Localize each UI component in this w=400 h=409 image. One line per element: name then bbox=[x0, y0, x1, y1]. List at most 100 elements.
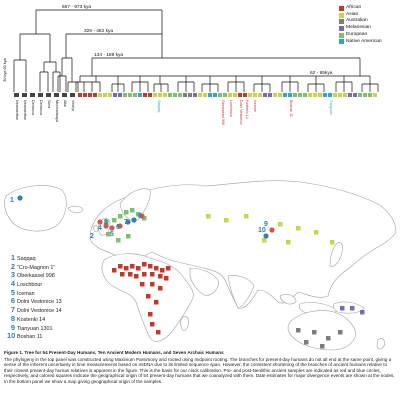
map-marker-square bbox=[160, 268, 165, 273]
map-marker-square bbox=[330, 240, 335, 245]
map-marker-square bbox=[142, 216, 147, 221]
map-number-8: 8 bbox=[138, 213, 142, 220]
archaic-tip-label: Vindija bbox=[71, 100, 75, 111]
map-marker-square bbox=[286, 240, 291, 245]
node-label: 657 - 973 kya bbox=[62, 4, 91, 10]
map-marker-square bbox=[136, 266, 141, 271]
ancient-tip-label: Saqqaq bbox=[157, 100, 161, 112]
map-marker-square bbox=[158, 286, 163, 291]
map-marker-square bbox=[206, 214, 211, 219]
archaic-sample-box bbox=[62, 93, 67, 97]
sample-box bbox=[108, 93, 112, 97]
sample-box bbox=[278, 93, 282, 97]
site-name: Iceman bbox=[17, 290, 35, 297]
map-marker-circle bbox=[263, 233, 269, 239]
sample-box bbox=[218, 93, 222, 97]
map-number-7: 7 bbox=[124, 219, 128, 226]
legend-item: Native American bbox=[339, 39, 399, 46]
map-marker-square bbox=[130, 208, 135, 213]
archaic-sample-box bbox=[22, 93, 27, 97]
sample-box bbox=[358, 93, 362, 97]
legend-label: European bbox=[346, 31, 368, 37]
legend-swatch bbox=[339, 25, 344, 31]
map-marker-square bbox=[360, 310, 365, 315]
sample-box bbox=[83, 93, 87, 97]
node-label: 62 - 95kya bbox=[310, 70, 333, 76]
sample-box bbox=[248, 93, 252, 97]
sample-box bbox=[258, 93, 262, 97]
phylogenetic-tree bbox=[13, 9, 379, 92]
sample-box bbox=[353, 93, 357, 97]
sample-box bbox=[303, 93, 307, 97]
legend-item: Asian bbox=[339, 12, 399, 19]
sample-box bbox=[183, 93, 187, 97]
sample-box bbox=[208, 93, 212, 97]
map-marker-square bbox=[164, 276, 169, 281]
legend-swatch bbox=[339, 19, 344, 25]
map-marker-square bbox=[224, 218, 229, 223]
sample-box bbox=[363, 93, 367, 97]
site-number: 2 bbox=[10, 261, 15, 271]
archaic-tip-label: Neanderthal bbox=[23, 100, 27, 120]
map-marker-square bbox=[142, 272, 147, 277]
site-name: Tianyuan 1301 bbox=[17, 325, 53, 332]
site-number: 1 bbox=[10, 253, 15, 262]
sample-box bbox=[223, 93, 227, 97]
legend-swatch bbox=[339, 39, 344, 45]
legend-item: European bbox=[339, 32, 399, 39]
sample-box bbox=[293, 93, 297, 97]
sample-box bbox=[148, 93, 152, 97]
sample-box bbox=[213, 93, 217, 97]
sample-box bbox=[323, 93, 327, 97]
map-marker-square bbox=[134, 274, 139, 279]
sample-box bbox=[153, 93, 157, 97]
legend-label: Native American bbox=[346, 38, 382, 44]
sample-box bbox=[238, 93, 242, 97]
map-marker-square bbox=[142, 262, 147, 267]
sample-box bbox=[368, 93, 372, 97]
map-marker-square bbox=[156, 330, 161, 335]
map-marker-square bbox=[296, 328, 301, 333]
sample-box bbox=[88, 93, 92, 97]
map-marker-circle bbox=[117, 223, 123, 229]
sample-box bbox=[113, 93, 117, 97]
site-number: 8 bbox=[10, 313, 15, 323]
node-label: 326 - 482 kya bbox=[84, 28, 113, 34]
site-list-item: 2"Cro-Magnon 1" bbox=[7, 262, 87, 271]
map-sample-markers bbox=[17, 195, 365, 349]
legend-item: Australian bbox=[339, 18, 399, 25]
map-marker-square bbox=[320, 344, 325, 349]
sample-box bbox=[328, 93, 332, 97]
sample-box bbox=[308, 93, 312, 97]
map-marker-square bbox=[124, 266, 129, 271]
site-name: Dolni Vestonice 14 bbox=[17, 308, 62, 315]
map-marker-square bbox=[244, 214, 249, 219]
sample-box bbox=[193, 93, 197, 97]
map-marker-square bbox=[116, 238, 121, 243]
site-number: 7 bbox=[10, 305, 15, 315]
map-marker-square bbox=[350, 306, 355, 311]
caption-title: Figure 1. Tree for 54 Present-Day Humans… bbox=[4, 350, 224, 355]
archaic-sample-box bbox=[30, 93, 35, 97]
sample-box bbox=[138, 93, 142, 97]
legend-label: African bbox=[346, 5, 362, 10]
sample-box bbox=[173, 93, 177, 97]
map-marker-square bbox=[154, 266, 159, 271]
sample-box bbox=[118, 93, 122, 97]
sample-box bbox=[263, 93, 267, 97]
ancient-tip-label: Dolni Vestonice bbox=[239, 100, 243, 125]
site-number: 10 bbox=[7, 331, 16, 341]
map-marker-square bbox=[146, 294, 151, 299]
node-label: 134 - 188 kya bbox=[94, 52, 123, 58]
map-number-3: 3 bbox=[104, 219, 108, 226]
sample-box bbox=[333, 93, 337, 97]
sample-box bbox=[203, 93, 207, 97]
sample-box bbox=[103, 93, 107, 97]
map-site-numbers: 1 2 3 4 5 6 7 8 9 10 bbox=[10, 197, 268, 240]
archaic-tip-label: Altai bbox=[63, 100, 67, 107]
map-marker-square bbox=[158, 274, 163, 279]
legend-swatch bbox=[339, 12, 344, 18]
